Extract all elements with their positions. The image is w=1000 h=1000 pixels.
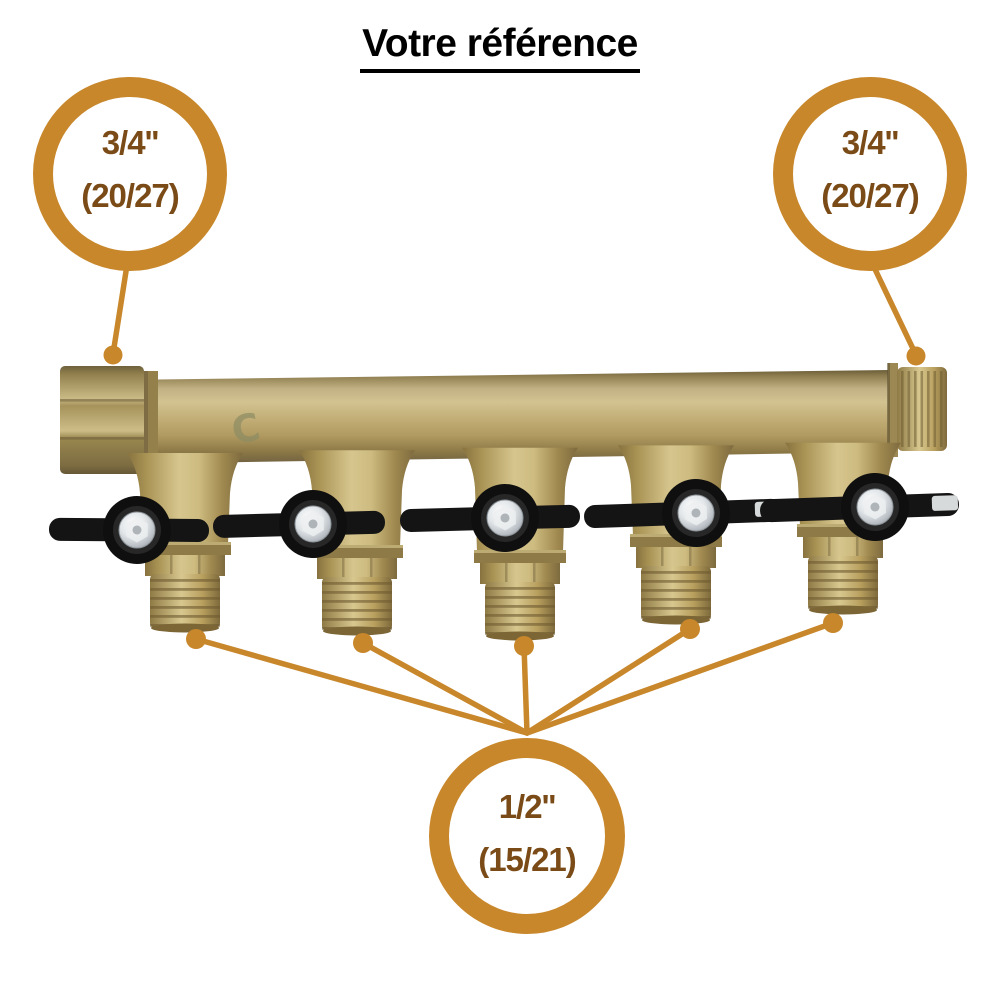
callout-dot-outlet-3 xyxy=(514,636,534,656)
outlet-thread xyxy=(808,556,878,610)
valve-handle xyxy=(400,484,580,552)
handle-lever-tip xyxy=(931,495,959,511)
outlet-hex xyxy=(636,547,716,568)
callout-line-outlet-5 xyxy=(524,620,836,736)
outlet-hex xyxy=(803,537,883,558)
page-title: Votre référence xyxy=(0,22,1000,73)
outlet-hex xyxy=(317,558,397,579)
callout-dot-outlet-5 xyxy=(823,613,843,633)
callout-dot-top-right xyxy=(906,346,926,366)
outlet-collar xyxy=(474,550,566,563)
valve-handle xyxy=(213,490,385,558)
manifold-photo: C xyxy=(48,363,959,641)
callout-fan-lines xyxy=(186,613,843,736)
pipe-size-label: 3/4'' xyxy=(101,124,160,161)
valve-handle xyxy=(48,496,210,564)
pipe-dn-label: (20/27) xyxy=(821,177,920,214)
valve-handles xyxy=(48,473,959,564)
valve-handle xyxy=(584,479,782,547)
callout-line-outlet-1 xyxy=(193,636,530,736)
callout-dot-outlet-4 xyxy=(680,619,700,639)
outlet-dn-label: (15/21) xyxy=(478,841,577,878)
right-male-outlet xyxy=(887,363,947,457)
callout-line-top-left xyxy=(110,262,130,357)
callout-ring-top-right xyxy=(773,77,967,271)
callout-dot-outlet-1 xyxy=(186,629,206,649)
callout-ring-top-left xyxy=(33,77,227,271)
callout-dot-top-left xyxy=(103,345,123,365)
callout-ring-bottom xyxy=(429,738,625,934)
inlet-hex-cap xyxy=(60,366,158,474)
pipe-dn-label: (20/27) xyxy=(81,177,180,214)
outlet-hex xyxy=(480,563,560,584)
pipe-size-label: 3/4'' xyxy=(841,124,900,161)
manifold-pipe-body xyxy=(120,370,890,464)
outlet-thread xyxy=(641,566,711,620)
callout-dot-outlet-2 xyxy=(353,633,373,653)
callout-line-outlet-3 xyxy=(521,643,530,736)
callout-label-top-right: 3/4'' (20/27) xyxy=(778,116,962,222)
outlet-size-label: 1/2'' xyxy=(498,788,557,825)
outlet-thread xyxy=(150,574,220,628)
callout-line-top-right xyxy=(870,262,919,358)
valve-handle xyxy=(760,473,959,541)
callout-line-outlet-4 xyxy=(524,626,693,736)
outlet-hex xyxy=(145,555,225,576)
page-title-text: Votre référence xyxy=(360,22,640,73)
callout-label-top-left: 3/4'' (20/27) xyxy=(38,116,222,222)
outlet-thread xyxy=(322,577,392,631)
callout-line-outlet-2 xyxy=(360,640,530,736)
callout-graphics xyxy=(33,77,967,934)
outlet-thread xyxy=(485,582,555,636)
callout-label-bottom: 1/2'' (15/21) xyxy=(435,780,619,886)
